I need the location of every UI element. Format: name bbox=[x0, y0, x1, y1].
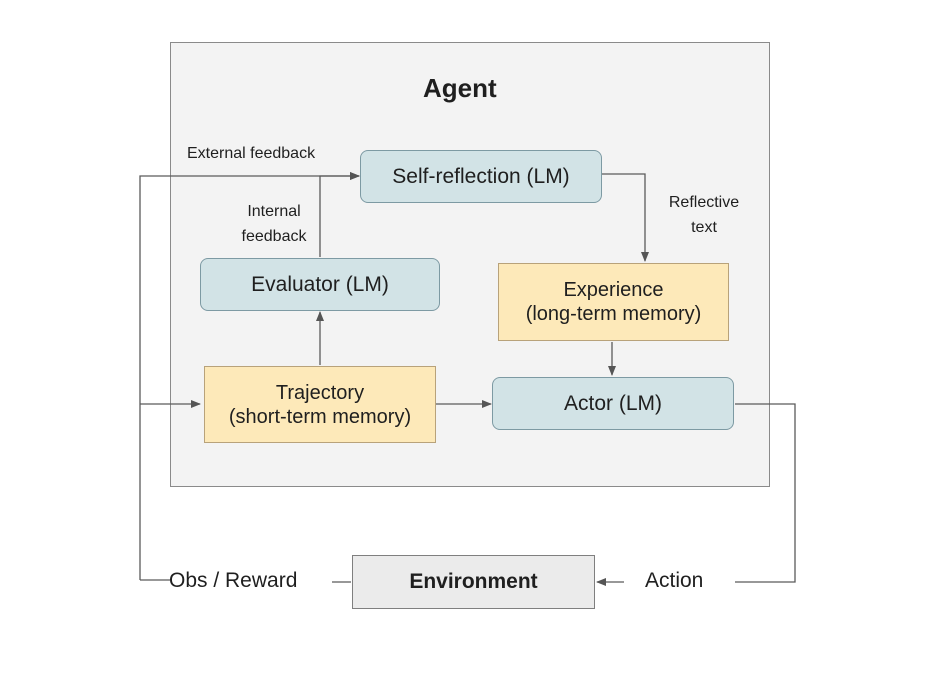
internal-feedback-line-1: Internal bbox=[247, 203, 301, 220]
internal-feedback-arrow bbox=[319, 172, 360, 257]
internal-feedback-label: Internal feedback bbox=[234, 199, 314, 249]
reflective-text-label: Reflective text bbox=[659, 190, 749, 240]
actor-to-action-line bbox=[735, 403, 796, 583]
trajectory-node: Trajectory (short-term memory) bbox=[204, 366, 436, 443]
reflective-text-line-2: text bbox=[691, 219, 717, 236]
experience-subtitle: (long-term memory) bbox=[525, 303, 702, 325]
actor-label: Actor (LM) bbox=[563, 391, 662, 415]
trajectory-subtitle: (short-term memory) bbox=[228, 405, 412, 428]
evaluator-node: Evaluator (LM) bbox=[200, 258, 440, 311]
experience-title: Experience bbox=[563, 279, 664, 301]
self-reflection-label: Self-reflection (LM) bbox=[392, 164, 570, 188]
reflective-text-arrow bbox=[602, 173, 649, 262]
self-reflection-node: Self-reflection (LM) bbox=[360, 150, 602, 203]
environment-node: Environment bbox=[352, 555, 595, 609]
experience-node: Experience (long-term memory) bbox=[498, 263, 729, 341]
environment-label: Environment bbox=[409, 570, 538, 594]
action-label: Action bbox=[645, 569, 704, 592]
evaluator-label: Evaluator (LM) bbox=[251, 272, 389, 296]
external-feedback-label: External feedback bbox=[187, 145, 316, 162]
reflective-text-line-1: Reflective bbox=[668, 194, 740, 211]
internal-feedback-line-2: feedback bbox=[241, 228, 307, 245]
external-feedback-arrow bbox=[139, 172, 360, 580]
agent-title: Agent bbox=[423, 73, 497, 103]
trajectory-title: Trajectory bbox=[275, 381, 365, 404]
obs-reward-label: Obs / Reward bbox=[169, 569, 298, 592]
actor-node: Actor (LM) bbox=[492, 377, 734, 430]
